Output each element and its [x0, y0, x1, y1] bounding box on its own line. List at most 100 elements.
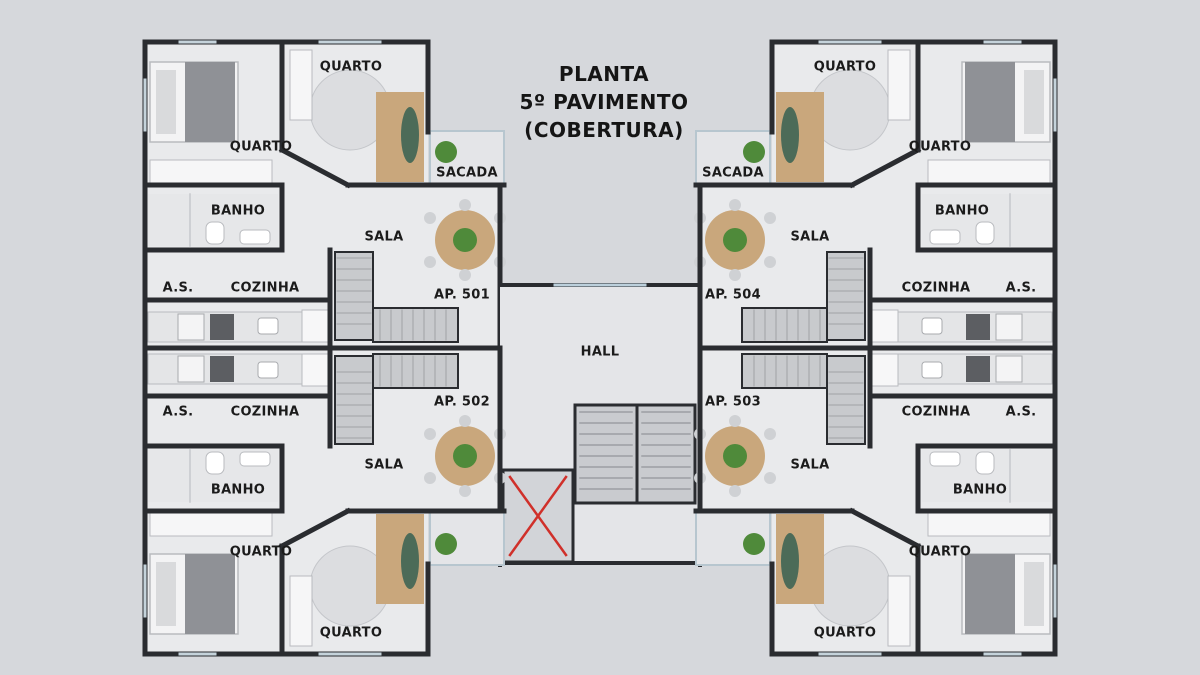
toilet: [975, 451, 995, 475]
title-line-3: (COBERTURA): [524, 118, 684, 142]
pillow: [1024, 562, 1044, 626]
fridge: [871, 353, 899, 387]
table-plant: [723, 228, 747, 252]
title-line-1: PLANTA: [558, 62, 650, 86]
pillow: [1024, 70, 1044, 134]
toilet: [205, 451, 225, 475]
room-label-sala: SALA: [364, 457, 404, 473]
table-plant: [453, 228, 477, 252]
wardrobe: [887, 575, 911, 647]
apartment-502-plan: [142, 345, 507, 657]
dining-chair: [764, 212, 776, 224]
cooktop: [210, 314, 234, 340]
apartment-label-504: AP. 504: [705, 287, 761, 303]
plan-title: PLANTA 5º PAVIMENTO (COBERTURA): [520, 60, 689, 144]
wall: [278, 507, 352, 550]
room-label-quarto: QUARTO: [908, 544, 972, 560]
apartment-stair: [372, 353, 459, 389]
room-label-quarto: QUARTO: [229, 544, 293, 560]
dining-chair: [764, 472, 776, 484]
dining-chair: [729, 485, 741, 497]
fridge: [301, 353, 329, 387]
kitchen-counter: [147, 353, 329, 385]
wardrobe: [289, 49, 313, 121]
washing-machine: [995, 355, 1023, 383]
toilet: [205, 221, 225, 245]
wardrobe: [887, 49, 911, 121]
dining-chair: [459, 485, 471, 497]
room-label-quarto: QUARTO: [229, 139, 293, 155]
room-label-as: A.S.: [162, 404, 194, 420]
dining-chair: [729, 269, 741, 281]
apartment-label-502: AP. 502: [434, 394, 490, 410]
room-label-as: A.S.: [1005, 280, 1037, 296]
potted-plant: [435, 533, 457, 555]
room-label-cozinha: COZINHA: [901, 280, 971, 296]
potted-plant: [435, 141, 457, 163]
chair: [401, 533, 419, 589]
apartment-501-plan: [142, 39, 507, 351]
kitchen-counter: [147, 311, 329, 343]
room-label-hall: HALL: [580, 344, 620, 360]
room-label-quarto: QUARTO: [319, 59, 383, 75]
central-core: [498, 283, 702, 567]
dining-chair: [424, 472, 436, 484]
apartment-label-503: AP. 503: [705, 394, 761, 410]
room-label-banho: BANHO: [210, 203, 266, 219]
room-label-quarto: QUARTO: [813, 59, 877, 75]
pillow: [156, 562, 176, 626]
kitchen-sink: [921, 317, 943, 335]
apartment-stair: [826, 355, 866, 445]
wardrobe: [149, 159, 273, 185]
washing-machine: [995, 313, 1023, 341]
pillow: [156, 70, 176, 134]
bed-blanket: [185, 62, 235, 142]
sink: [929, 451, 961, 467]
room-label-sala: SALA: [364, 229, 404, 245]
toilet: [975, 221, 995, 245]
wardrobe: [927, 159, 1051, 185]
room-label-sala: SALA: [790, 229, 830, 245]
room-label-sala: SALA: [790, 457, 830, 473]
potted-plant: [743, 141, 765, 163]
table-plant: [453, 444, 477, 468]
dining-chair: [764, 256, 776, 268]
wall: [278, 146, 352, 189]
room-label-quarto: QUARTO: [908, 139, 972, 155]
elevator-cross-line: [508, 475, 568, 557]
cooktop: [210, 356, 234, 382]
title-line-2: 5º PAVIMENTO: [519, 90, 689, 114]
room-label-quarto: QUARTO: [813, 625, 877, 641]
bed-blanket: [185, 554, 235, 634]
apartment-stair: [741, 307, 828, 343]
kitchen-counter: [871, 353, 1053, 385]
room-label-banho: BANHO: [952, 482, 1008, 498]
cooktop: [966, 356, 990, 382]
room-label-cozinha: COZINHA: [230, 404, 300, 420]
kitchen-counter: [871, 311, 1053, 343]
dining-chair: [424, 256, 436, 268]
dining-chair: [459, 415, 471, 427]
room-label-cozinha: COZINHA: [901, 404, 971, 420]
dining-chair: [729, 415, 741, 427]
chair: [401, 107, 419, 163]
dining-chair: [459, 269, 471, 281]
sink: [239, 451, 271, 467]
dining-chair: [424, 212, 436, 224]
room-label-quarto: QUARTO: [319, 625, 383, 641]
apartment-503-plan: [693, 345, 1058, 657]
room-label-as: A.S.: [1005, 404, 1037, 420]
wall: [848, 146, 922, 189]
apartment-504-plan: [693, 39, 1058, 351]
apartment-stair: [372, 307, 459, 343]
kitchen-sink: [257, 361, 279, 379]
room-label-banho: BANHO: [210, 482, 266, 498]
dining-chair: [729, 199, 741, 211]
kitchen-sink: [921, 361, 943, 379]
potted-plant: [743, 533, 765, 555]
kitchen-sink: [257, 317, 279, 335]
wardrobe: [289, 575, 313, 647]
bed-blanket: [965, 554, 1015, 634]
sink: [239, 229, 271, 245]
